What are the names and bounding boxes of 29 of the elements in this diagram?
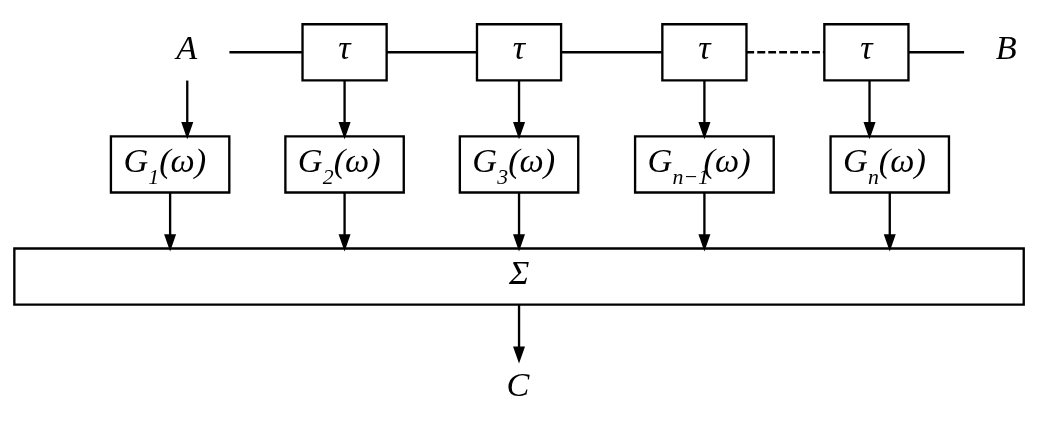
connector [746,51,824,54]
arrow [181,80,194,140]
arrow [338,80,351,140]
node-box: τ [661,23,748,82]
connector [229,51,303,54]
node-box: G$_{n}$(ω) [829,135,951,194]
node-box: Σ [13,247,1025,306]
arrow [513,192,526,252]
node-text: A [176,28,198,67]
node-box: G$_{n−1}$(ω) [633,135,775,194]
node-text: B [995,28,1017,67]
node-text: C [506,364,530,403]
arrow [698,80,711,140]
node-box: G$_{3}$(ω) [458,135,580,194]
node-box: τ [823,23,910,82]
arrow [513,80,526,140]
connector [386,51,477,54]
connector [908,51,965,54]
connector [561,51,662,54]
arrow [338,192,351,252]
node-box: τ [475,23,563,82]
arrow [513,304,526,364]
arrow [698,192,711,252]
node-box: G$_{1}$(ω) [109,135,231,194]
arrow [883,192,896,252]
node-box: G$_{2}$(ω) [284,135,405,194]
arrow [863,80,876,140]
arrow [164,192,177,252]
node-box: τ [301,23,388,82]
